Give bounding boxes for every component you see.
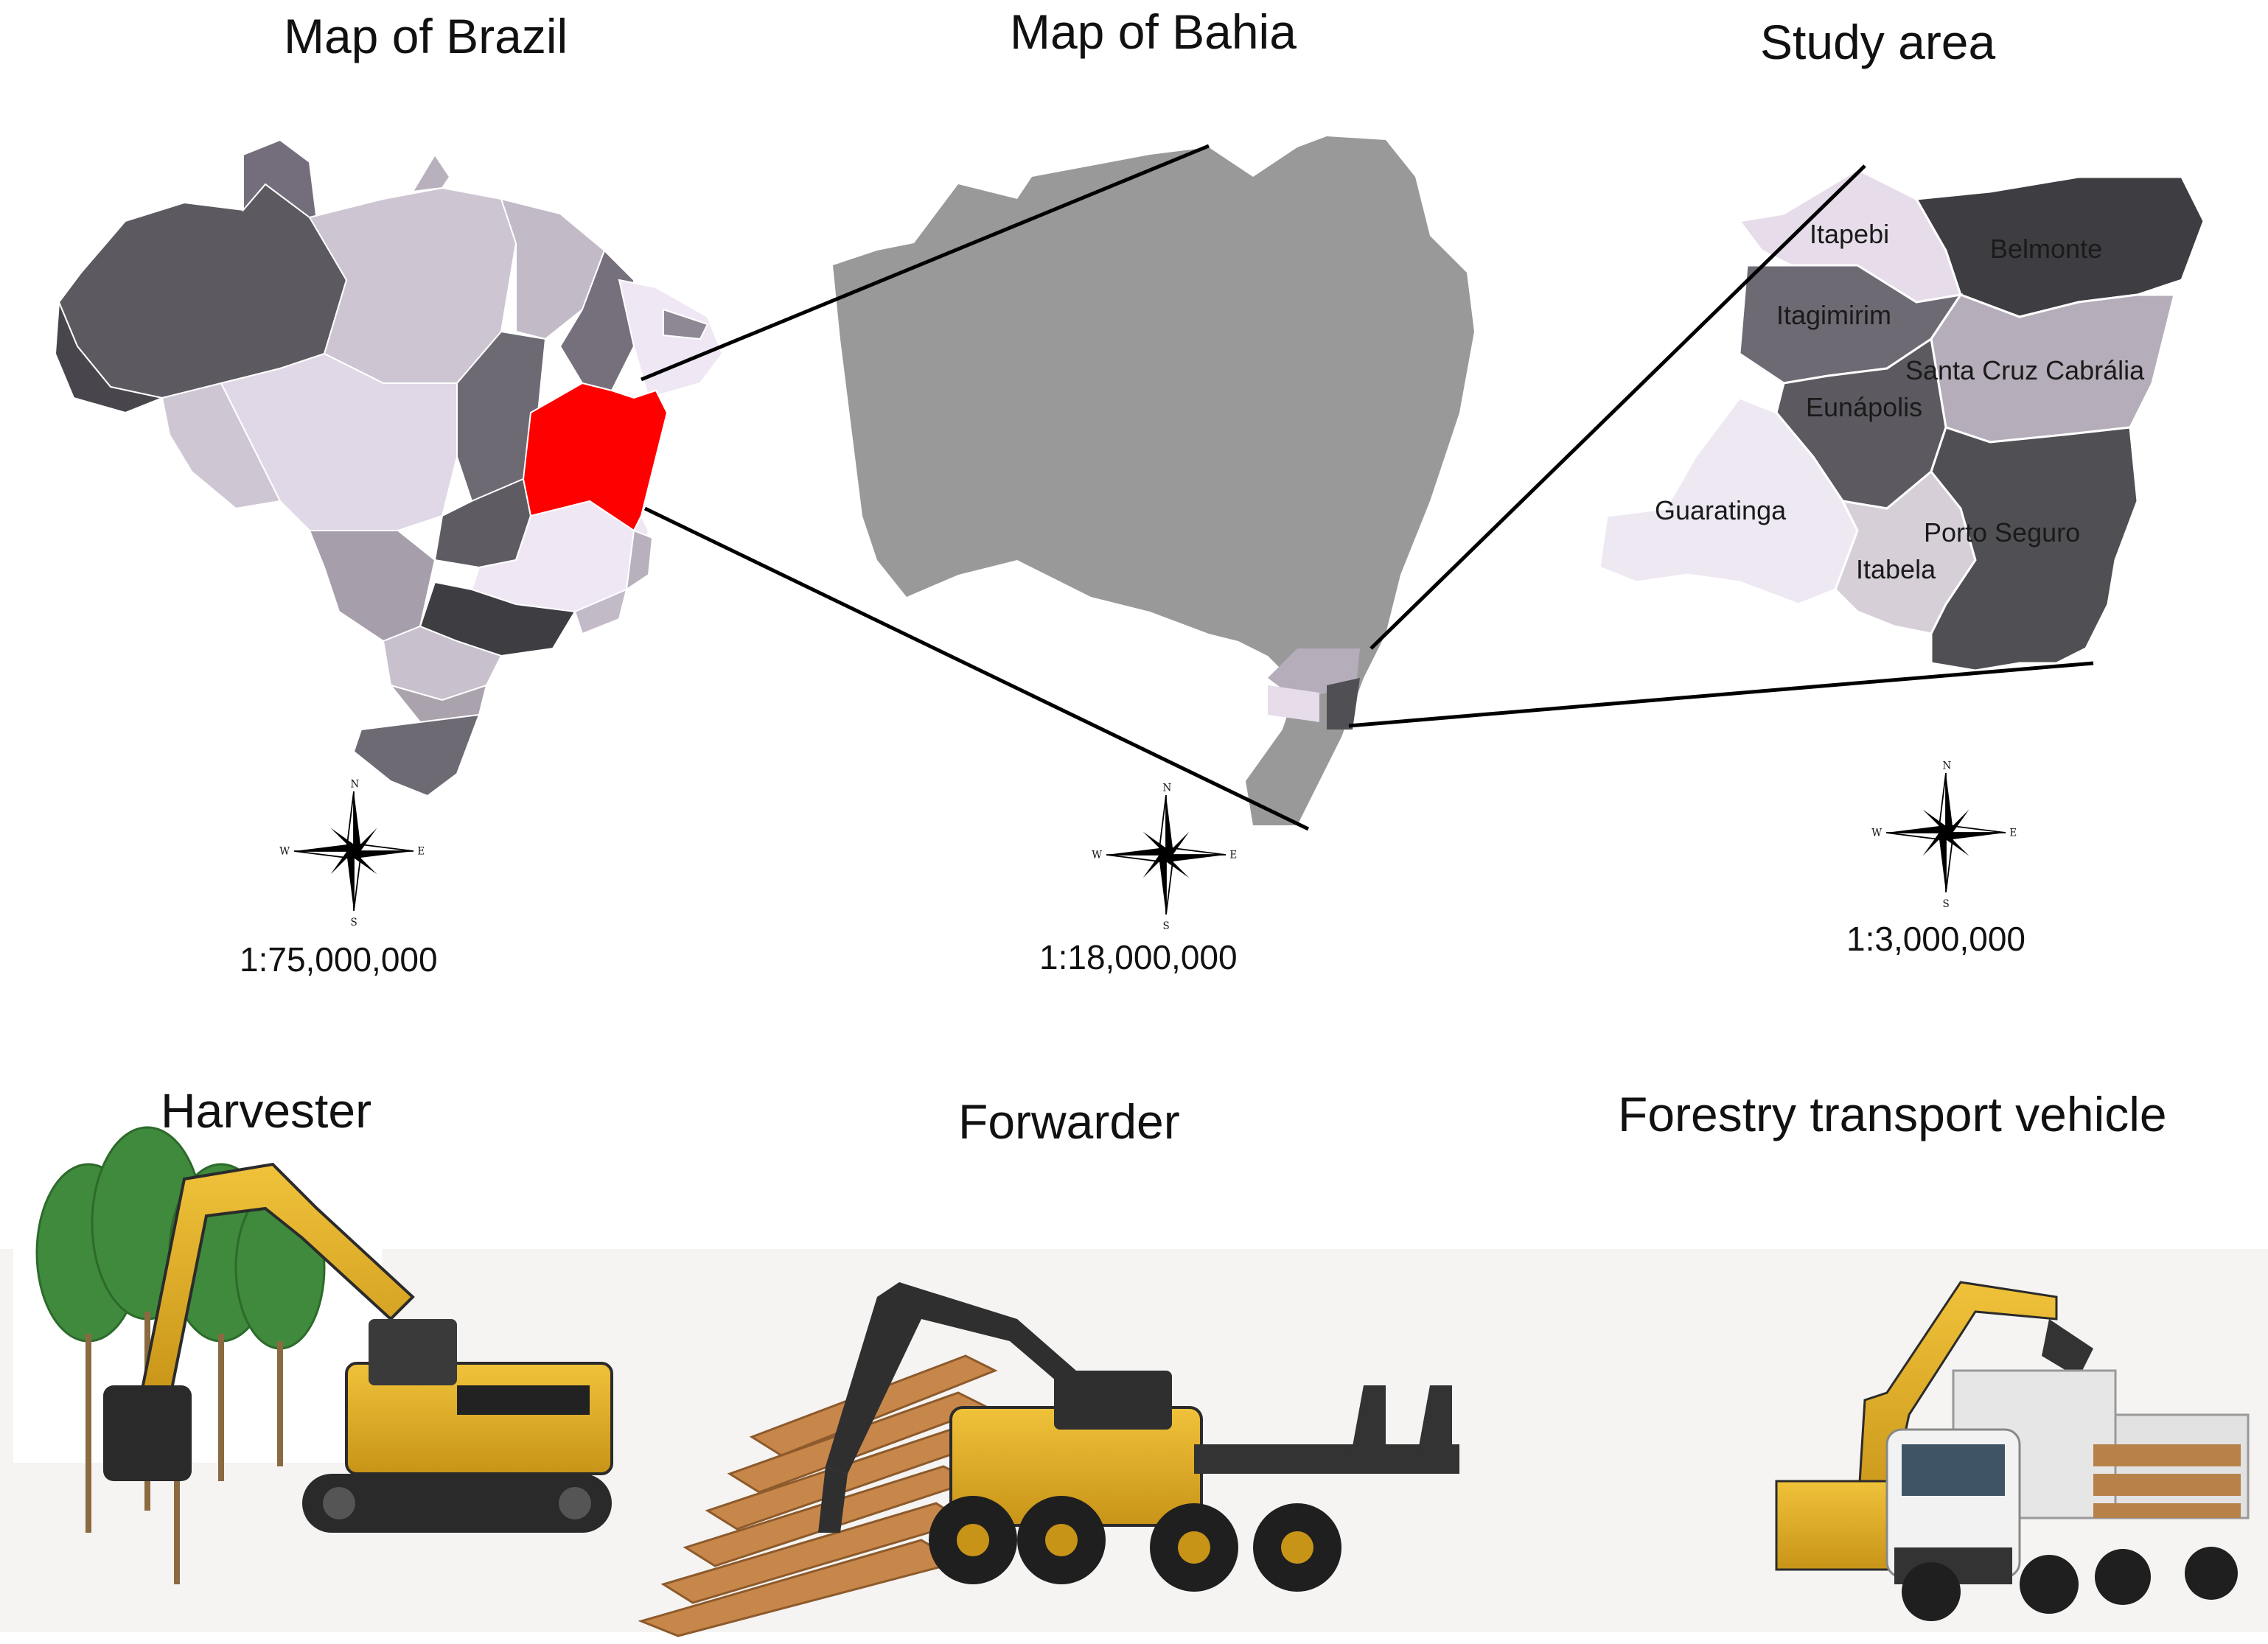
forwarder-label: Forwarder: [958, 1094, 1180, 1149]
svg-text:N: N: [351, 779, 360, 791]
svg-text:W: W: [1871, 828, 1882, 839]
brazil-map: [54, 139, 724, 797]
municipality-label-itabela: Itabela: [1856, 554, 1936, 584]
compass-rose-study-area: N S E W: [1871, 760, 2017, 910]
municipality-label-eunapolis: Eunápolis: [1806, 392, 1922, 422]
svg-text:E: E: [1229, 850, 1237, 861]
harvester-excavator-icon: [13, 1126, 613, 1584]
log-truck-icon: [1775, 1281, 2250, 1621]
municipality-label-porto-seguro: Porto Seguro: [1924, 517, 2080, 548]
svg-text:S: S: [351, 917, 357, 928]
municipality-label-itapebi: Itapebi: [1810, 219, 1889, 249]
municipality-label-belmonte: Belmonte: [1990, 234, 2102, 264]
zoom-connector-lines: [641, 144, 2094, 831]
svg-text:S: S: [1163, 920, 1170, 932]
study-area-scale-label: 1:3,000,000: [1846, 920, 2026, 958]
municipality-label-guaratinga: Guaratinga: [1655, 495, 1787, 525]
svg-text:E: E: [2009, 828, 2017, 839]
svg-text:N: N: [1943, 760, 1952, 772]
bahia-map-title: Map of Bahia: [1010, 4, 1297, 59]
study-area-title: Study area: [1760, 15, 1995, 69]
forwarder-vehicle-icon: [638, 1282, 1459, 1637]
svg-text:W: W: [1092, 850, 1102, 861]
svg-text:N: N: [1163, 783, 1172, 794]
municipality-label-santa-cruz-cabralia: Santa Cruz Cabrália: [1905, 355, 2145, 385]
brazil-scale-label: 1:75,000,000: [240, 940, 438, 979]
compass-rose-bahia: N S E W: [1092, 783, 1237, 932]
bahia-highlight: [522, 382, 669, 532]
forestry-transport-vehicle-label: Forestry transport vehicle: [1618, 1087, 2167, 1141]
compass-rose-brazil: N S E W: [279, 779, 425, 928]
harvester-label: Harvester: [161, 1083, 371, 1138]
svg-text:W: W: [279, 846, 290, 858]
municipality-shape: [1930, 426, 2139, 672]
bahia-scale-label: 1:18,000,000: [1039, 938, 1238, 976]
municipality-label-itagimirim: Itagimirim: [1776, 300, 1891, 330]
brazil-map-title: Map of Brazil: [284, 9, 568, 63]
svg-text:E: E: [417, 846, 425, 858]
bahia-map: [833, 136, 1474, 825]
svg-text:S: S: [1943, 898, 1950, 910]
municipality-shape: [1914, 175, 2205, 318]
study-area-map: Itapebi Belmonte Itagimirim Santa Cruz C…: [1598, 168, 2205, 672]
